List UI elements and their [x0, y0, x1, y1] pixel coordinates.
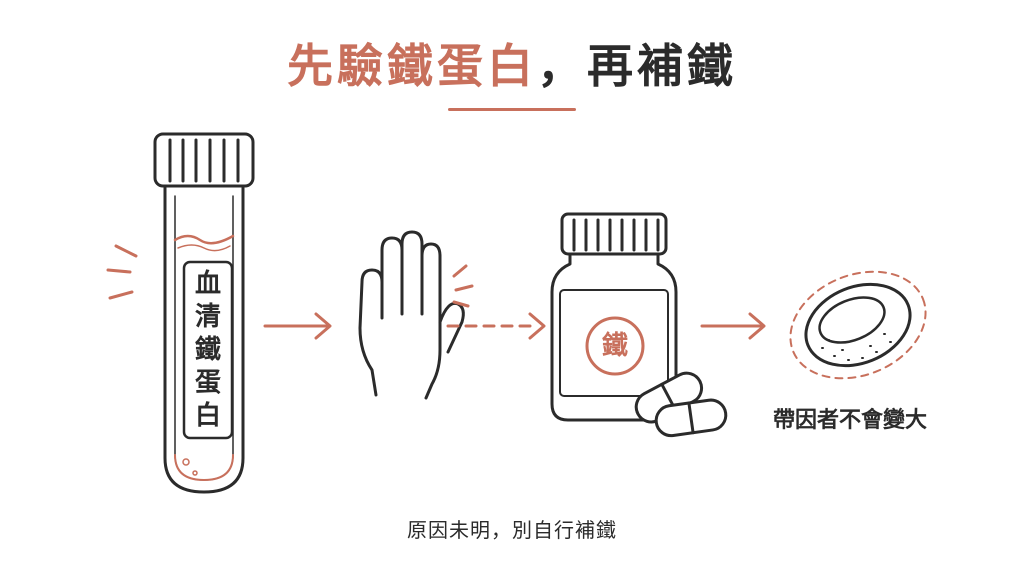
blood-fill: [173, 234, 235, 482]
title-underline: [448, 108, 576, 111]
capsule-icon: [634, 371, 728, 438]
bottle-label: 鐵: [601, 331, 628, 361]
motion-lines-left: [106, 244, 138, 300]
red-blood-cell-icon: [789, 270, 927, 380]
cell-caption: 帶因者不會變大: [772, 408, 927, 433]
arrow-right-icon-2: [700, 312, 766, 340]
footer-note: 原因未明，別自行補鐵: [407, 518, 617, 542]
supplement-bottle-icon: [550, 212, 678, 422]
dashed-arrow-right-icon: [446, 312, 546, 340]
stop-hand-icon: [358, 230, 465, 400]
tube-label-char: 鐵: [194, 335, 221, 365]
tube-label-box: [182, 260, 234, 440]
arrow-right-icon: [263, 312, 332, 340]
bottle-iron-badge: [585, 316, 645, 376]
tube-label: 血 清 鐵 蛋 白: [186, 264, 230, 436]
tube-label-char: 白: [194, 401, 221, 431]
page-title: 先驗鐵蛋白，再補鐵: [0, 30, 1024, 96]
title-rest: ，再補鐵: [537, 39, 737, 93]
tube-label-char: 清: [194, 302, 221, 332]
motion-lines-hand: [452, 264, 474, 308]
tube-label-char: 血: [194, 269, 221, 299]
tube-label-char: 蛋: [194, 368, 221, 398]
title-highlight: 先驗鐵蛋白: [287, 39, 537, 93]
